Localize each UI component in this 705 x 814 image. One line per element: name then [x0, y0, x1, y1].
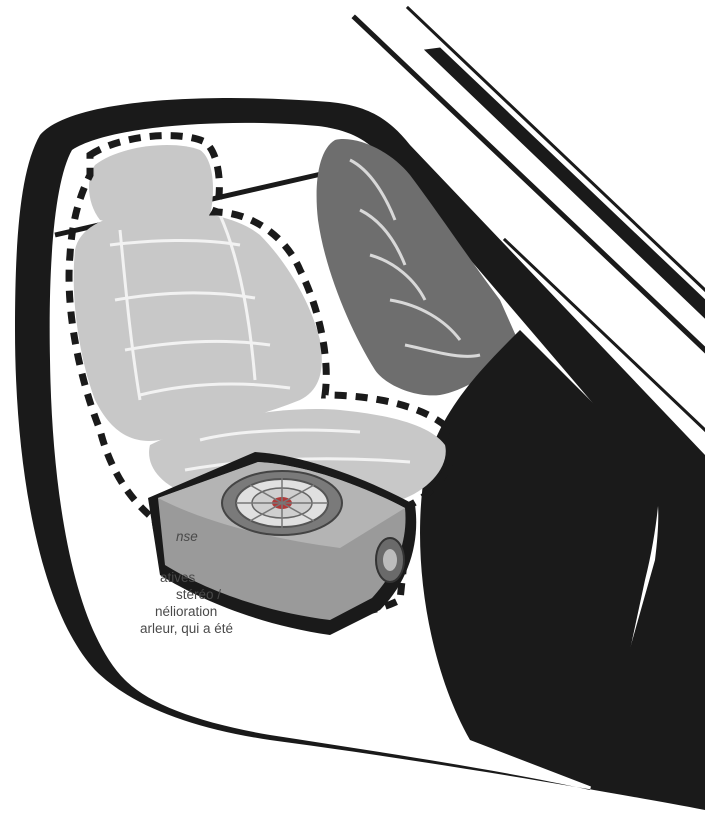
caption-line: arleur, qui a été	[0, 620, 200, 637]
caption-heading: nse	[0, 528, 200, 545]
caption-line: nélioration	[0, 603, 200, 620]
caption-line: atives	[0, 569, 200, 586]
caption-line: stéréo /	[0, 586, 200, 603]
caption-text: nse atives stéréo / nélioration arleur, …	[0, 528, 200, 637]
